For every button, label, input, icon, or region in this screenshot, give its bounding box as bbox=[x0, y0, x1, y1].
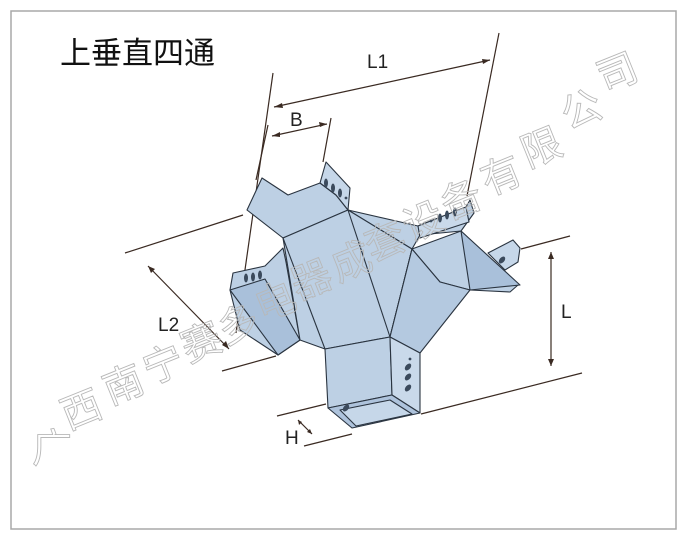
diagram-title: 上垂直四通 bbox=[60, 36, 215, 72]
frame-border bbox=[10, 10, 677, 530]
svg-text:公: 公 bbox=[555, 82, 609, 140]
svg-text:限: 限 bbox=[515, 120, 569, 178]
slot-holes bbox=[244, 178, 506, 412]
dimension-label-h: H bbox=[285, 428, 299, 449]
svg-text:有: 有 bbox=[475, 148, 529, 206]
arrowheads bbox=[148, 59, 554, 434]
dimension-label-l: L bbox=[561, 302, 572, 323]
svg-text:司: 司 bbox=[591, 45, 645, 103]
dimension-label-b: B bbox=[290, 110, 303, 131]
svg-text:广: 广 bbox=[32, 426, 72, 472]
cable-tray-four-way bbox=[229, 161, 521, 429]
dimension-lines bbox=[124, 32, 583, 447]
dimension-label-l1: L1 bbox=[367, 52, 388, 73]
dimension-label-l2: L2 bbox=[158, 315, 179, 336]
